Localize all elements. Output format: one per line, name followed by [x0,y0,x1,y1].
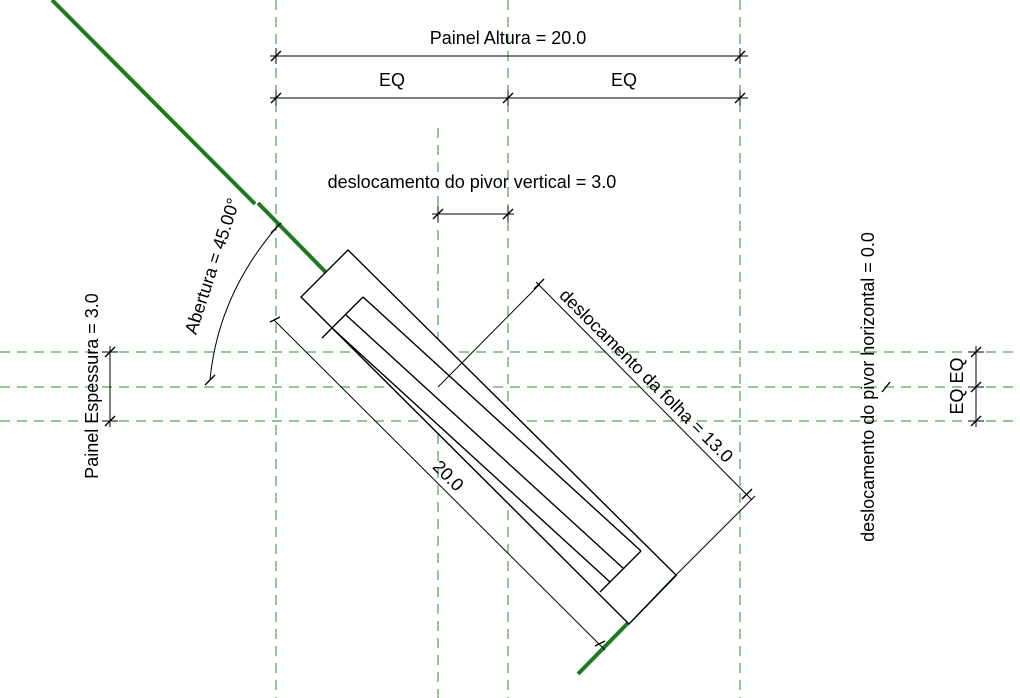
dimension-eq-string[interactable]: EQ EQ [270,70,748,106]
panel-length-label[interactable]: 20.0 [429,456,468,495]
dimension-pivot-horizontal[interactable]: deslocamento do pivor horizontal = 0.0 [858,232,891,542]
dimension-panel-thickness[interactable]: Painel Espessura = 3.0 [82,293,118,479]
dimension-pivot-vertical[interactable]: deslocamento do pivor vertical = 3.0 [328,172,617,222]
door-leaf-line-mid [345,314,625,570]
eq-stack-label[interactable]: EQ EQ [947,357,967,414]
leaf-offset-label[interactable]: deslocamento da folha = 13.0 [555,285,736,466]
door-frame-stile-bottom [599,550,642,593]
door-frame-stile-top [321,296,364,339]
panel-height-label[interactable]: Painel Altura = 20.0 [430,28,587,48]
panel-thickness-label[interactable]: Painel Espessura = 3.0 [82,293,102,479]
door-leaf-line-inner [331,327,611,583]
pivot-vertical-label[interactable]: deslocamento do pivor vertical = 3.0 [328,172,617,192]
eq-right-label[interactable]: EQ [611,70,637,90]
door-leaf-line-outer [362,296,642,552]
opening-angle-label[interactable]: Abertura = 45.00° [181,196,244,337]
dimension-panel-height[interactable]: Painel Altura = 20.0 [270,28,748,64]
dimension-eq-stack[interactable]: EQ EQ [947,346,984,427]
door-panel[interactable] [300,249,677,625]
pivot-horizontal-label[interactable]: deslocamento do pivor horizontal = 0.0 [858,232,878,542]
eq-left-label[interactable]: EQ [379,70,405,90]
dimension-opening-angle[interactable]: Abertura = 45.00° [181,196,282,386]
door-panel-outline[interactable] [300,249,677,625]
